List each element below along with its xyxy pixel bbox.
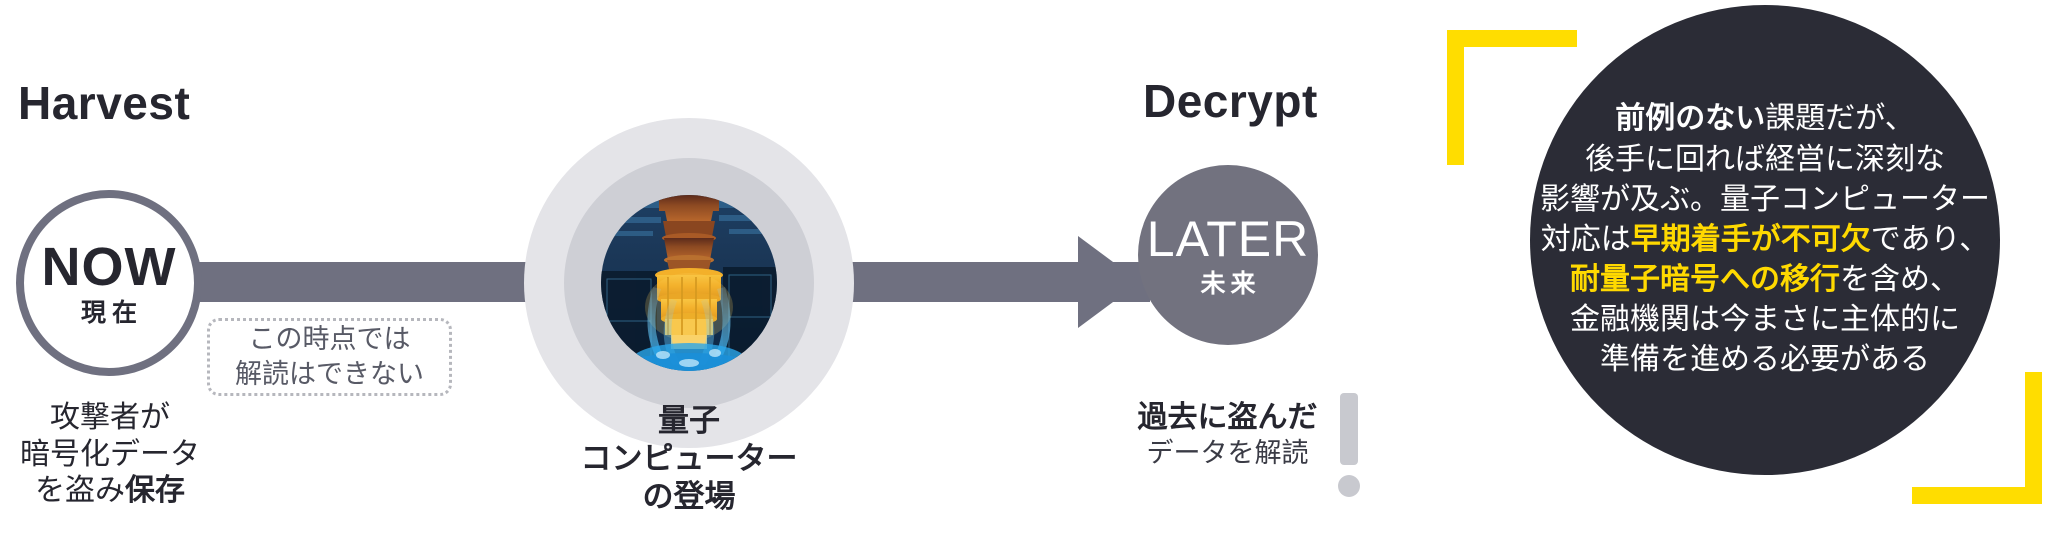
quantum-caption-line-1: 量子 <box>658 403 720 438</box>
harvest-caption: 攻撃者が 暗号化データ を盗み保存 <box>0 400 220 510</box>
bracket-top-left <box>1447 30 1577 165</box>
no-decrypt-note: この時点では 解読はできない <box>207 318 452 396</box>
callout-line-4-highlight: 早期着手が不可欠 <box>1630 222 1871 256</box>
callout-line-2: 後手に回れば経営に深刻な <box>1585 142 1945 176</box>
harvest-caption-line-1: 攻撃者が <box>50 401 170 434</box>
callout-line-5-highlight: 耐量子暗号への移行 <box>1570 263 1840 297</box>
callout-line-1-bold: 前例のない <box>1615 102 1766 136</box>
bracket-top-left-horizontal <box>1447 30 1577 47</box>
bracket-bottom-right-horizontal <box>1912 487 2042 504</box>
bracket-bottom-right-vertical <box>2025 372 2042 504</box>
timeline-arrow-head <box>1078 236 1140 328</box>
callout-line-4-post: であり、 <box>1870 222 1990 256</box>
callout-line-5-post: を含め、 <box>1840 263 1960 297</box>
callout-line-6: 金融機関は今まさに主体的に <box>1570 303 1960 337</box>
callout-disc: 前例のない課題だが、 後手に回れば経営に深刻な 影響が及ぶ。量子コンピューター … <box>1530 5 2000 475</box>
bracket-top-left-vertical <box>1447 30 1464 165</box>
quantum-caption: 量子 コンピューター の登場 <box>514 402 864 515</box>
later-label: LATER <box>1146 210 1310 267</box>
exclamation-mark <box>1336 393 1362 499</box>
quantum-computer-photo <box>601 195 777 371</box>
decrypt-caption: 過去に盗んだ データを解読 <box>1125 400 1330 470</box>
later-circle: LATER 未来 <box>1138 165 1318 345</box>
harvest-kicker: Harvest <box>18 77 191 129</box>
harvest-caption-line-3: を盗み保存 <box>0 473 220 510</box>
callout-line-1-rest: 課題だが、 <box>1765 102 1915 136</box>
now-sublabel: 現在 <box>80 299 143 327</box>
callout-line-5: 耐量子暗号への移行を含め、 <box>1570 260 1960 300</box>
callout-line-7: 準備を進める必要がある <box>1600 343 1930 377</box>
quantum-caption-line-2: コンピューター <box>580 440 798 476</box>
callout-line-4-pre: 対応は <box>1540 222 1631 256</box>
decrypt-caption-bold: 過去に盗んだ <box>1137 401 1318 434</box>
exclamation-dot <box>1338 475 1360 497</box>
decrypt-kicker: Decrypt <box>1143 75 1318 127</box>
bracket-bottom-right <box>1912 372 2042 504</box>
now-label: NOW <box>41 237 177 297</box>
callout-line-4: 対応は早期着手が不可欠であり、 <box>1541 220 1990 260</box>
quantum-caption-line-3: の登場 <box>642 478 736 514</box>
callout-line-3: 影響が及ぶ。量子コンピューター <box>1540 182 1990 216</box>
exclamation-bar <box>1340 393 1358 465</box>
now-circle: NOW 現在 <box>16 190 202 376</box>
harvest-caption-emphasis: 保存 <box>125 474 185 508</box>
note-line-2: 解読はできない <box>235 359 424 389</box>
note-line-1: この時点では <box>248 324 411 355</box>
decrypt-caption-regular: データを解読 <box>1146 437 1309 468</box>
harvest-caption-line-3-text: を盗み <box>35 474 125 508</box>
callout-line-1: 前例のない課題だが、 <box>1615 99 1914 139</box>
harvest-caption-line-2: 暗号化データ <box>20 437 200 471</box>
later-sublabel: 未来 <box>1200 269 1261 298</box>
